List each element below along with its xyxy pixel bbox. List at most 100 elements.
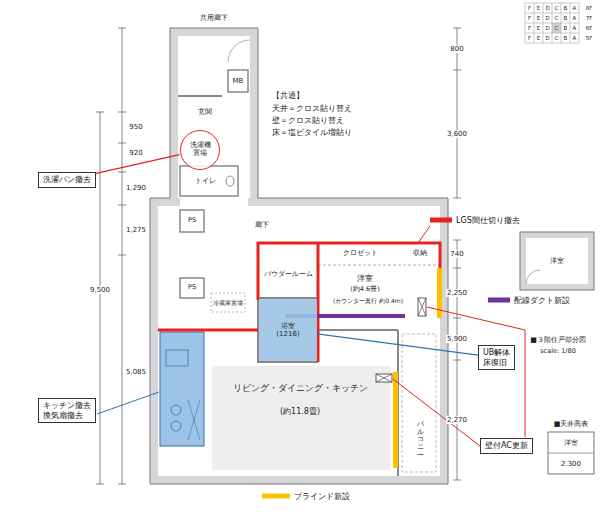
room-area: (約4.6畳) xyxy=(350,286,379,293)
legend-swatch xyxy=(430,218,452,223)
key-plan-cell: E xyxy=(537,35,540,41)
note-heading: 【共通】 xyxy=(272,91,304,100)
key-plan-cell: F xyxy=(528,5,531,11)
dimension: 1,290 xyxy=(125,184,147,192)
callout-box: キッチン撤去 換気扇撤去 xyxy=(38,398,96,423)
partial-plan-room xyxy=(526,238,588,284)
key-plan-cell: A xyxy=(573,35,577,41)
key-plan-cell: F xyxy=(528,35,531,41)
range-hood xyxy=(188,400,200,440)
node-text: 洗濯パン撤去 xyxy=(43,175,91,185)
leader-line xyxy=(97,392,159,414)
legend-entry: ブラインド新設 xyxy=(262,491,350,502)
key-plan-cell: F xyxy=(528,15,531,21)
kitchen-removal xyxy=(160,332,204,446)
key-plan-cell: B xyxy=(564,5,568,11)
dimension: 2,270 xyxy=(446,416,468,424)
room-label: 廊下 xyxy=(255,221,269,229)
corridor-label: 共用廊下 xyxy=(200,14,228,22)
room-note: (カウンター奥行 約0.4m) xyxy=(333,298,403,305)
key-plan-floor: 5F xyxy=(586,35,593,41)
fridge-space xyxy=(211,293,245,312)
dimension: 2,250 xyxy=(446,289,468,297)
dimension: 740 xyxy=(449,250,464,258)
legend-text: LGS間仕切り撤去 xyxy=(456,215,520,226)
legend-entry: 配線ダクト新設 xyxy=(488,295,570,306)
door-swing xyxy=(526,270,540,284)
key-plan-cell: D xyxy=(545,25,549,31)
key-plan-cell: C xyxy=(555,5,559,11)
entry-floor xyxy=(178,36,250,198)
key-plan-cell: B xyxy=(564,35,568,41)
toilet-room xyxy=(180,166,238,196)
leader-line xyxy=(418,226,430,243)
drawing-title: ■３階住戸部分図 xyxy=(530,336,586,344)
key-plan-highlight xyxy=(552,23,561,33)
key-plan-cell: B xyxy=(564,25,568,31)
legend-entry: LGS間仕切り撤去 xyxy=(430,215,520,226)
dimension: 1,275 xyxy=(125,226,147,234)
legend-swatch xyxy=(262,494,290,499)
table-title: ■天井高表 xyxy=(554,420,589,428)
pipe-shaft xyxy=(180,210,204,232)
leader-line xyxy=(427,307,525,437)
dimension: 5,085 xyxy=(125,368,147,376)
node-text: 浴室 xyxy=(281,322,295,330)
note-text: 天井＝クロス貼り替え xyxy=(272,104,352,113)
key-plan-cell: E xyxy=(537,5,540,11)
dimension-line xyxy=(96,112,104,484)
dimension: 920 xyxy=(128,149,143,157)
room-label: パウダールーム xyxy=(264,271,313,278)
node-text: キッチン撤去 換気扇撤去 xyxy=(43,401,91,420)
room-label: 洋室 xyxy=(550,257,564,265)
pipe-shaft xyxy=(180,278,204,298)
room-label: クロゼット xyxy=(343,250,378,257)
ceiling-table xyxy=(548,432,594,474)
table-rule xyxy=(548,453,594,454)
node-text: (1216) xyxy=(276,330,299,338)
shaft-label: PS xyxy=(188,284,196,291)
key-plan-cell: C xyxy=(555,15,559,21)
key-plan-cell: A xyxy=(573,5,577,11)
cooktop xyxy=(171,405,181,415)
toilet-bowl xyxy=(226,176,234,186)
key-plan-cell: D xyxy=(545,35,549,41)
air-conditioner xyxy=(376,374,392,382)
room-area: (約11.8畳) xyxy=(280,407,320,416)
interior-wall xyxy=(178,95,222,97)
sink xyxy=(166,350,188,366)
key-plan-cell: F xyxy=(528,25,531,31)
callout-connector xyxy=(317,334,478,355)
table-cell: 2.300 xyxy=(561,460,581,468)
legend-text: ブラインド新設 xyxy=(294,491,350,502)
air-conditioner xyxy=(418,298,426,316)
key-plan-cell: D xyxy=(545,15,549,21)
room-label: 玄関 xyxy=(198,108,212,116)
unit-floor xyxy=(158,206,440,476)
room-label: リビング・ダイニング・キッチン xyxy=(233,383,368,393)
key-plan-cell: A xyxy=(573,15,577,21)
balcony-outline xyxy=(402,334,436,472)
scale-note: scale: 1/80 xyxy=(540,348,576,355)
key-plan-cell: A xyxy=(573,25,577,31)
fixture-label: 冷蔵庫置場 xyxy=(213,300,243,307)
dimension-line xyxy=(118,28,126,484)
closet-door xyxy=(318,265,440,266)
callout-box: 洗濯パン撤去 xyxy=(38,172,96,188)
key-plan-cell: E xyxy=(537,15,540,21)
bath-unit: 浴室(1216) xyxy=(259,299,317,361)
note-text: 床＝塩ビタイル増貼り xyxy=(272,128,352,137)
building-wall xyxy=(150,28,448,484)
blind-bar xyxy=(393,372,398,468)
key-plan-cell: C xyxy=(555,35,559,41)
key-plan-cell: C xyxy=(555,25,559,31)
room-label: MB xyxy=(233,77,244,85)
callout-connector xyxy=(96,155,180,174)
key-plan-grid xyxy=(525,3,579,43)
node-text: 洗濯機置場 xyxy=(189,142,212,157)
dimension: 3,600 xyxy=(446,130,468,138)
highlight-circle: 洗濯機置場 xyxy=(180,130,220,170)
shaft-label: PS xyxy=(188,217,196,224)
